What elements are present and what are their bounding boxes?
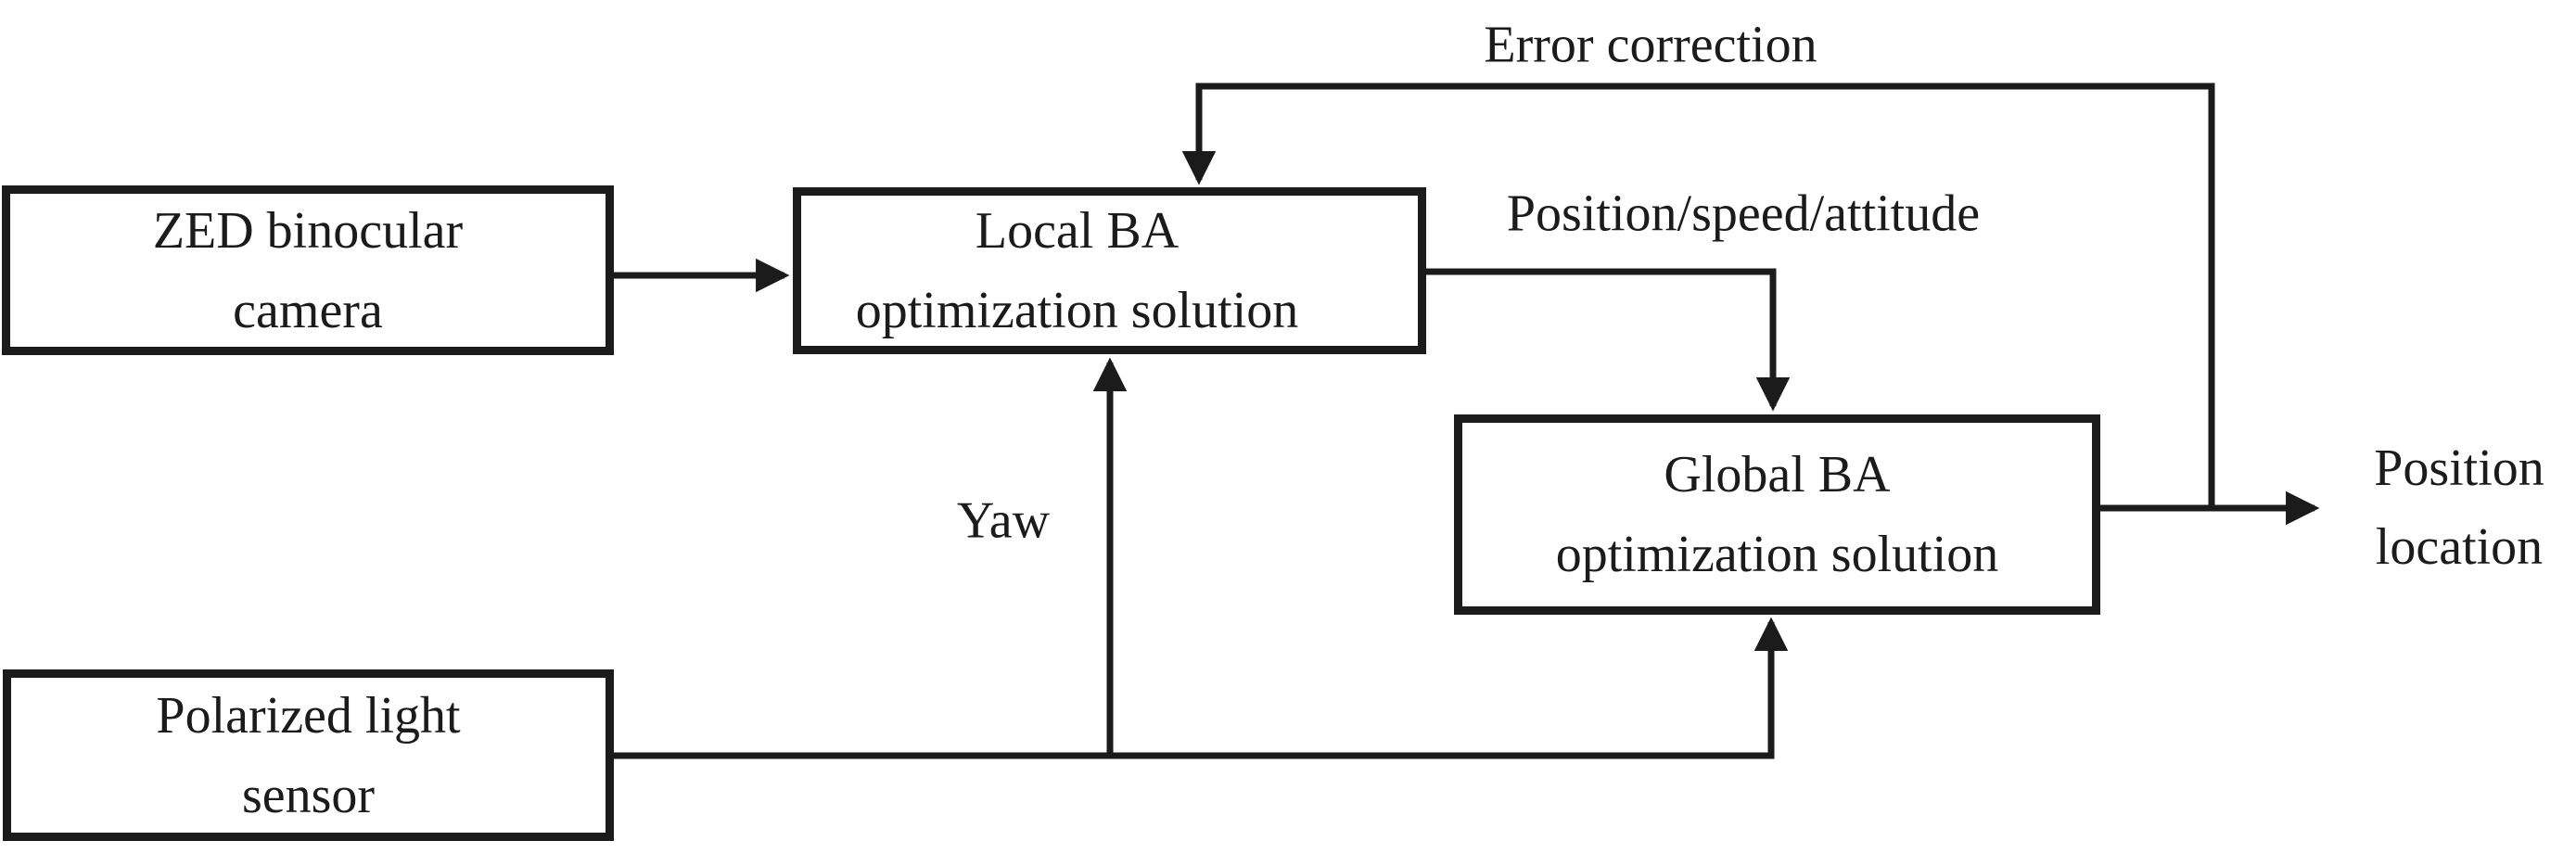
node-label-line: optimization solution: [855, 282, 1299, 339]
node-label-line: ZED binocular: [152, 201, 464, 260]
node-label-line: camera: [233, 281, 383, 339]
node-local-ba-optimization: Local BA optimization solution: [793, 187, 1426, 354]
node-global-ba-optimization: Global BA optimization solution: [1454, 414, 2100, 615]
node-label-line: optimization solution: [1555, 526, 1999, 583]
edge-polarized-to-global-ba-arrow: [614, 617, 1789, 759]
edge-local-ba-to-global-ba-arrow: [1426, 268, 1791, 412]
edge-label-error-correction: Error correction: [1484, 16, 1817, 74]
node-label-line: Local BA: [975, 202, 1180, 260]
node-polarized-light-sensor: Polarized light sensor: [3, 669, 614, 841]
node-zed-binocular-camera: ZED binocular camera: [2, 185, 614, 355]
node-label-line: sensor: [241, 766, 376, 824]
edge-label-position-location-line1: Position: [2374, 439, 2544, 497]
edge-label-position-speed-attitude: Position/speed/attitude: [1506, 185, 1981, 243]
edge-label-yaw: Yaw: [956, 491, 1051, 550]
node-label-line: Polarized light: [156, 686, 461, 745]
edge-label-position-location: Position location: [2374, 429, 2544, 587]
node-label-line: Global BA: [1664, 446, 1891, 503]
edge-error-correction-feedback: [1181, 83, 2215, 508]
edge-label-position-location-line2: location: [2375, 518, 2544, 576]
